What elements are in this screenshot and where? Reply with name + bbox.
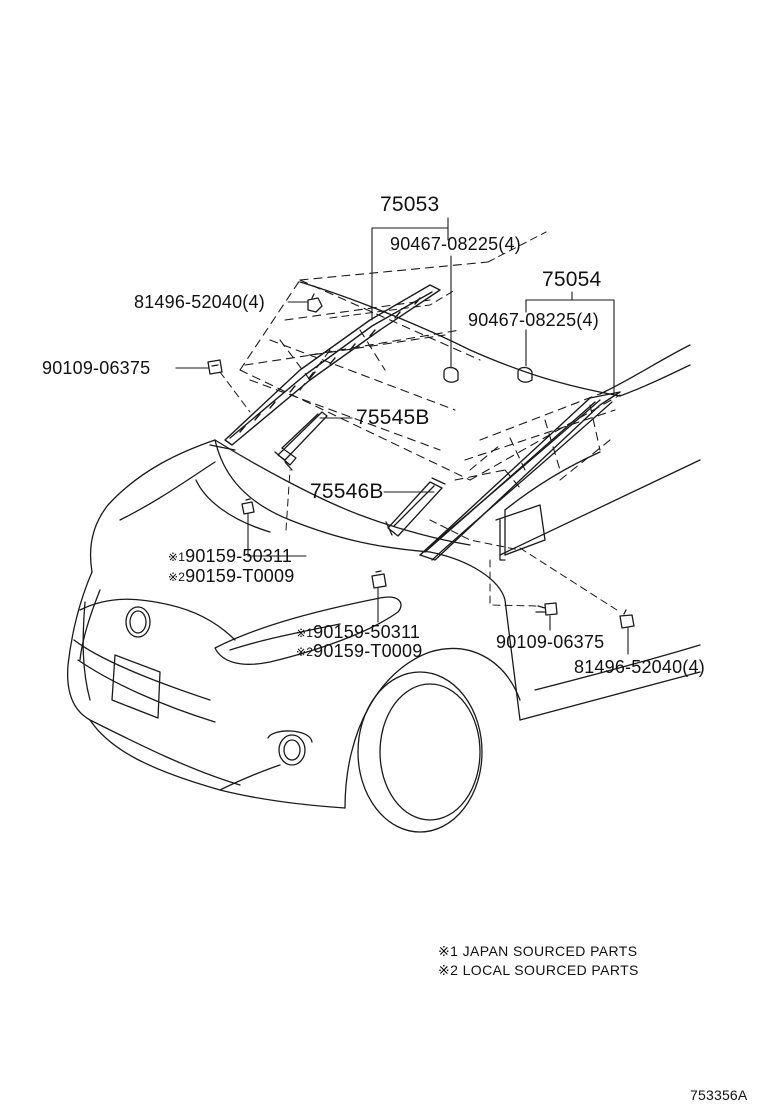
note-japan-sourced: ※1 JAPAN SOURCED PARTS [438, 943, 638, 959]
part-number-90159-50311-a: 90159-50311 [185, 546, 293, 566]
part-number-75053: 75053 [380, 193, 440, 216]
part-number-90159-t0009-a: 90159-T0009 [185, 566, 295, 586]
fastener-90159-b [371, 570, 387, 589]
part-number-75546b: 75546B [310, 480, 384, 503]
fastener-clip-90467-b [517, 366, 533, 383]
fastener-clip-81496-left [307, 293, 323, 313]
callout-b-line1: ※190159-50311 [296, 622, 420, 643]
bracket-75545b [274, 411, 328, 471]
part-number-90159-50311-b: 90159-50311 [313, 622, 421, 642]
part-number-81496-52040-right: 81496-52040(4) [574, 657, 705, 677]
leader-lines [175, 217, 629, 655]
part-number-90467-08225-top: 90467-08225(4) [390, 234, 521, 254]
part-number-75054: 75054 [542, 268, 602, 291]
moulding-75053 [224, 284, 441, 446]
fastener-90159-a [241, 498, 255, 515]
part-number-90109-06375-left: 90109-06375 [42, 358, 151, 378]
callout-a-line2: ※290159-T0009 [168, 566, 294, 587]
part-number-90109-06375-right: 90109-06375 [496, 632, 605, 652]
mark-2: ※2 [296, 645, 314, 659]
moulding-75054 [419, 391, 621, 561]
figure-reference: 753356A [690, 1087, 748, 1103]
fastener-clip-81496-right [619, 609, 635, 629]
part-number-81496-52040-left: 81496-52040(4) [134, 292, 265, 312]
callout-b-line2: ※290159-T0009 [296, 641, 422, 662]
fastener-clip-90467-a [443, 366, 459, 383]
fastener-screw-90109-right [535, 602, 558, 616]
fastener-screw-90109-left [207, 359, 223, 375]
windshield-glass-outline [239, 261, 621, 489]
mark-1: ※1 [296, 626, 314, 640]
mark-1: ※1 [168, 550, 186, 564]
part-number-90467-08225-right: 90467-08225(4) [468, 310, 599, 330]
car-body-outline [66, 281, 701, 833]
mark-2: ※2 [168, 570, 186, 584]
part-number-90159-t0009-b: 90159-T0009 [313, 641, 423, 661]
note-local-sourced: ※2 LOCAL SOURCED PARTS [438, 962, 639, 978]
callout-a-line1: ※190159-50311 [168, 546, 292, 567]
part-number-75545b: 75545B [356, 406, 430, 429]
bracket-75546b [385, 477, 446, 537]
dashed-leaders [219, 231, 621, 613]
